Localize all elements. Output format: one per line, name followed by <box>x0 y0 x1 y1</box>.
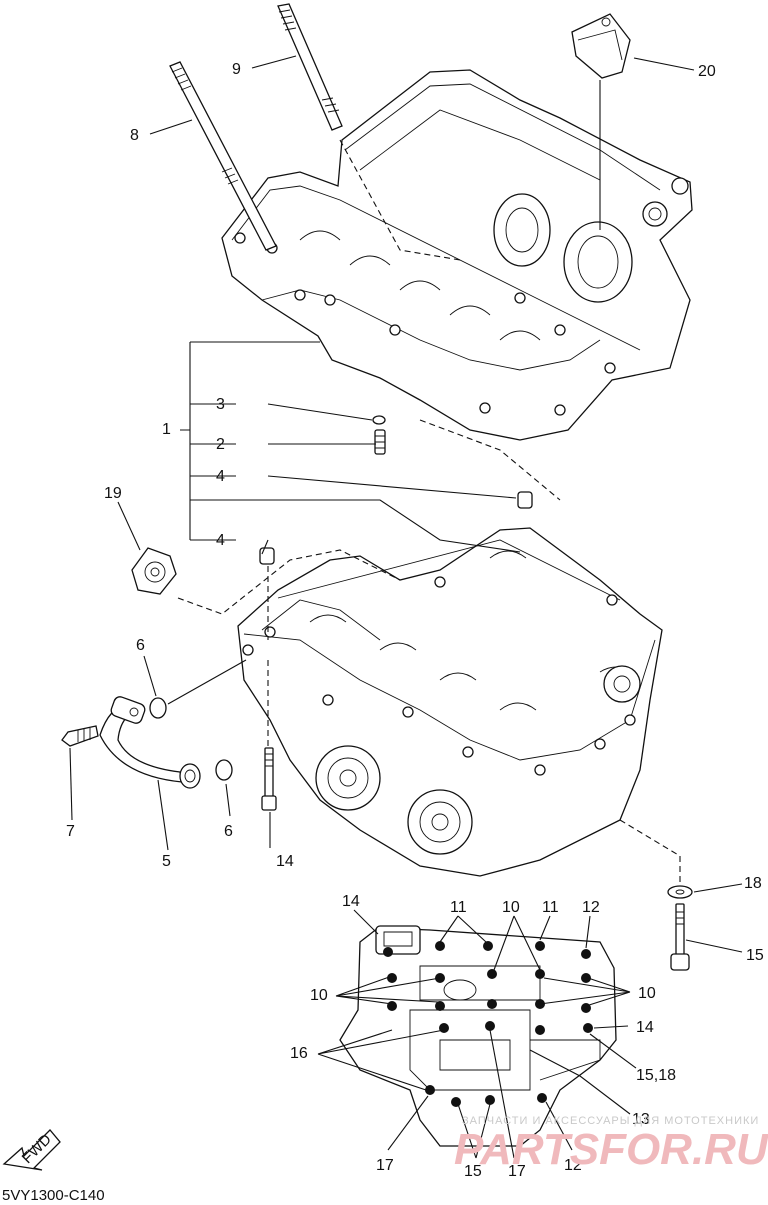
callout-2: 2 <box>216 436 225 453</box>
callout-3: 3 <box>216 396 225 413</box>
callout-10-top: 10 <box>502 899 520 916</box>
oring-part-3 <box>372 415 386 425</box>
bolt-part-7 <box>61 725 99 747</box>
dowel-pin-part-4-left <box>259 547 275 565</box>
callout-14-bottom-right: 14 <box>636 1019 654 1036</box>
upper-crankcase <box>221 69 693 441</box>
callout-15-18: 15,18 <box>636 1067 676 1084</box>
leader-lines <box>69 55 743 1159</box>
stud-bolt-part-9 <box>277 3 343 131</box>
callout-11-right: 11 <box>542 899 559 916</box>
callout-9: 9 <box>232 61 241 78</box>
callout-10-right: 10 <box>638 985 656 1002</box>
diagram-code: 5VY1300-C140 <box>2 1187 105 1204</box>
crankcase-bottom-view <box>339 925 617 1147</box>
callout-20: 20 <box>698 63 716 80</box>
callout-1: 1 <box>162 421 171 438</box>
callout-18: 18 <box>744 875 762 892</box>
dowel-pin-part-4-right <box>517 491 533 509</box>
callout-14-bolt: 14 <box>276 853 294 870</box>
callout-15-bolt: 15 <box>746 947 764 964</box>
callout-10-left: 10 <box>310 987 328 1004</box>
callout-17-left: 17 <box>376 1157 394 1174</box>
callout-16: 16 <box>290 1045 308 1062</box>
pipe-part-2 <box>374 429 386 455</box>
watermark-logo: PARTSFOR.RU <box>454 1125 768 1174</box>
callout-19: 19 <box>104 485 122 502</box>
callout-8: 8 <box>130 127 139 144</box>
callout-12-top: 12 <box>582 899 600 916</box>
plug-part-19 <box>131 547 177 595</box>
watermark-caption: ЗАПЧАСТИ И АКСЕССУАРЫ ДЛЯ МОТОТЕХНИКИ <box>462 1115 759 1127</box>
callout-5: 5 <box>162 853 171 870</box>
callouts: 1 3 2 4 4 8 9 20 19 6 6 7 5 14 18 15 14 … <box>66 61 764 1180</box>
oring-part-6-lower <box>215 759 233 781</box>
callout-6-upper: 6 <box>136 637 145 654</box>
fwd-arrow-icon: FWD <box>2 1129 61 1171</box>
stud-bolt-part-8 <box>169 61 277 251</box>
oil-pipe-part-5 <box>99 696 201 789</box>
callout-11-left: 11 <box>450 899 467 916</box>
bolt-part-15 <box>670 903 690 971</box>
watermark: ЗАПЧАСТИ И АКСЕССУАРЫ ДЛЯ МОТОТЕХНИКИ PA… <box>454 1115 768 1174</box>
lower-crankcase <box>237 527 663 877</box>
callout-15-bottom: 15 <box>464 1163 482 1180</box>
callout-4-lower: 4 <box>216 532 225 549</box>
callout-7: 7 <box>66 823 75 840</box>
callout-13: 13 <box>632 1111 650 1128</box>
callout-17-right: 17 <box>508 1163 526 1180</box>
callout-6-lower: 6 <box>224 823 233 840</box>
washer-part-18 <box>667 885 693 899</box>
callout-14-bottom-left: 14 <box>342 893 360 910</box>
breather-cover-part-20 <box>571 13 631 79</box>
callout-12-bottom: 12 <box>564 1157 582 1174</box>
callout-4-upper: 4 <box>216 468 225 485</box>
bolt-part-14 <box>261 747 277 811</box>
oring-part-6-upper <box>149 697 167 719</box>
